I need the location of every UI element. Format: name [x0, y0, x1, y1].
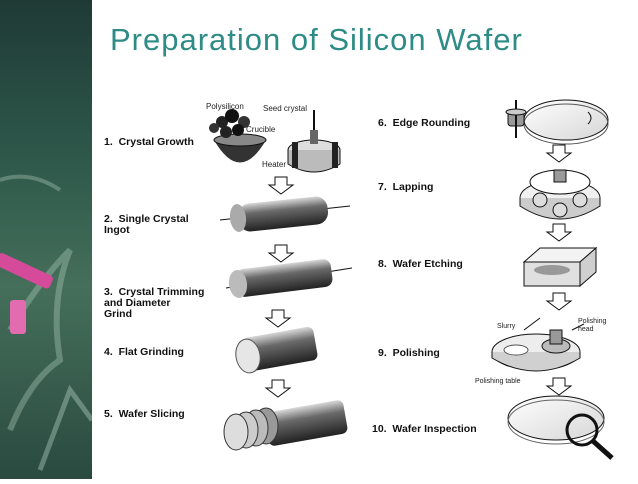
etching-tank-icon [522, 246, 598, 288]
magnifying-glass-icon [565, 413, 614, 460]
step-single-crystal-ingot: 2. Single Crystal Ingot [104, 213, 189, 236]
label-polishing-table: Polishing table [475, 378, 521, 385]
label-slurry: Slurry [497, 323, 516, 330]
arrow-icon [264, 144, 573, 398]
step-edge-rounding: 6. Edge Rounding [378, 117, 471, 129]
label-heater: Heater [262, 160, 287, 169]
step-wafer-slicing: 5. Wafer Slicing [104, 408, 185, 420]
chalk-stick-pink [0, 253, 53, 289]
crystal-ingot-icon [219, 196, 351, 232]
trimmed-ingot-icon [225, 259, 353, 298]
wafer-slicing-icon [223, 400, 348, 451]
flat-ground-ingot-icon [235, 326, 318, 374]
label-seed-crystal: Seed crystal [263, 104, 308, 113]
wafer-inspection-icon [507, 395, 605, 445]
polishing-machine-icon [491, 317, 585, 372]
chalkboard-sidebar [0, 0, 95, 479]
step-lapping: 7. Lapping [378, 181, 434, 193]
slide-title: Preparation of Silicon Wafer [110, 22, 523, 57]
lapping-machine-icon [519, 169, 601, 220]
edge-rounding-icon [505, 99, 609, 145]
step-wafer-inspection: 10. Wafer Inspection [372, 423, 477, 435]
step-crystal-growth: 1. Crystal Growth [104, 136, 194, 148]
chalk-stick-pink-2 [10, 300, 26, 334]
label-polysilicon: Polysilicon [206, 102, 244, 111]
step-polishing: 9. Polishing [378, 347, 440, 359]
step-crystal-trimming: 3. Crystal Trimming and Diameter Grind [104, 286, 205, 320]
chalk-decoration [0, 174, 95, 471]
label-polishing-head: Polishing head [578, 318, 607, 333]
crystal-puller-icon [287, 110, 341, 173]
label-crucible: Crucible [246, 125, 276, 134]
step-flat-grinding: 4. Flat Grinding [104, 346, 184, 358]
step-wafer-etching: 8. Wafer Etching [378, 258, 463, 270]
crucible-polysilicon-icon [209, 109, 267, 163]
